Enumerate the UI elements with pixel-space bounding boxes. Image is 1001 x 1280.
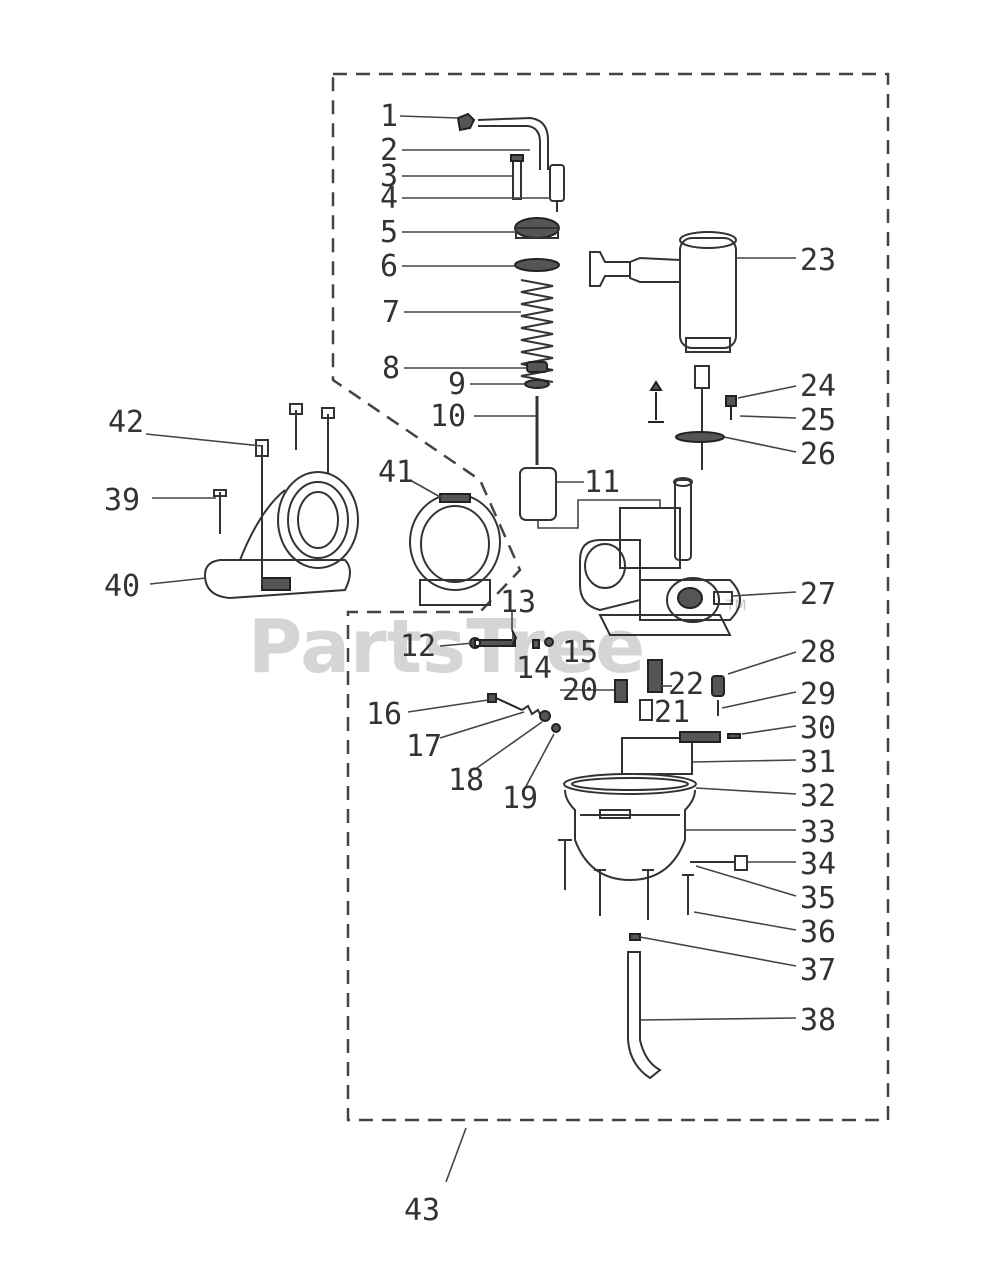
- part-32-bowl-gasket: [563, 773, 697, 795]
- part-9-washer: [524, 379, 550, 389]
- part-13-spring: [511, 629, 518, 647]
- part-31-float: [621, 731, 721, 775]
- callout-20: 20: [562, 673, 598, 708]
- part-3-needle-clip: [510, 154, 524, 200]
- callout-30: 30: [800, 711, 836, 746]
- callout-5: 5: [380, 215, 398, 250]
- callout-33: 33: [800, 815, 836, 850]
- callout-41: 41: [378, 455, 414, 490]
- callout-10: 10: [430, 399, 466, 434]
- part-25-screw: [648, 380, 664, 423]
- partstree-watermark: PartsTree: [248, 604, 645, 690]
- callout-40: 40: [104, 569, 140, 604]
- callout-17: 17: [406, 729, 442, 764]
- part-1-cap: [456, 112, 549, 170]
- callout-22: 22: [668, 667, 704, 702]
- part-36-screw-b: [642, 869, 654, 920]
- part-34-drain-screw: [690, 855, 748, 871]
- part-6-washer: [514, 258, 560, 272]
- callout-2: 2: [380, 133, 398, 168]
- part-22-emulsion-tube: [647, 659, 663, 693]
- part-12-pilot-screw: [469, 637, 516, 649]
- callout-38: 38: [800, 1003, 836, 1038]
- assembly-frame-outline: [331, 72, 890, 1122]
- part-37-clamp: [629, 933, 641, 941]
- callout-1: 1: [380, 99, 398, 134]
- callout-37: 37: [800, 953, 836, 988]
- callout-13: 13: [500, 585, 536, 620]
- part-35-screw: [558, 839, 572, 890]
- callout-9: 9: [448, 367, 466, 402]
- callout-26: 26: [800, 437, 836, 472]
- callout-36: 36: [800, 915, 836, 950]
- callout-12: 12: [400, 629, 436, 664]
- part-40-intake-manifold: [203, 471, 359, 600]
- part-23-choke-solenoid: [589, 231, 737, 470]
- part-36-screw-a: [594, 869, 606, 916]
- part-bolt-left: [289, 403, 303, 450]
- callout-28: 28: [800, 635, 836, 670]
- part-5-cap: [514, 217, 560, 239]
- part-21-main-jet: [639, 699, 653, 721]
- part-19-oring: [551, 723, 562, 733]
- callout-39: 39: [104, 483, 140, 518]
- part-30-clip: [727, 733, 741, 739]
- part-11-throttle-valve: [519, 467, 557, 521]
- part-8-retainer: [526, 361, 548, 373]
- leader-lines: [145, 115, 797, 1183]
- callout-14: 14: [516, 651, 552, 686]
- callout-42: 42: [108, 405, 144, 440]
- part-24-screw: [725, 395, 737, 420]
- part-42-stud: [255, 439, 269, 585]
- part-28-drain-screw: [711, 675, 725, 697]
- part-4-needle: [549, 164, 565, 212]
- part-bolt-right: [321, 407, 335, 474]
- part-26-gasket: [675, 431, 725, 443]
- part-41-insulator: [409, 493, 501, 606]
- callout-8: 8: [382, 351, 400, 386]
- callout-3: 3: [380, 159, 398, 194]
- callout-15: 15: [562, 635, 598, 670]
- part-33-float-bowl: [564, 789, 696, 882]
- callout-35: 35: [800, 881, 836, 916]
- callout-31: 31: [800, 745, 836, 780]
- callout-43: 43: [404, 1193, 440, 1228]
- callout-19: 19: [502, 781, 538, 816]
- callout-27: 27: [800, 577, 836, 612]
- callout-11: 11: [584, 465, 620, 500]
- part-38-drain-hose: [627, 951, 662, 1080]
- callout-25: 25: [800, 403, 836, 438]
- part-15-oring: [544, 637, 555, 647]
- watermark-trademark: TM: [725, 598, 747, 614]
- part-27-carburetor-body: [579, 477, 741, 636]
- part-14-washer: [532, 639, 540, 649]
- callout-32: 32: [800, 779, 836, 814]
- callout-29: 29: [800, 677, 836, 712]
- callout-labels: 1 2 3 4 5 6 7 8 9 10 11 12 13 14 15 16 1…: [104, 99, 836, 1228]
- part-36-screw-c: [682, 874, 694, 915]
- callout-16: 16: [366, 697, 402, 732]
- part-39-bolt: [213, 489, 227, 534]
- callout-23: 23: [800, 243, 836, 278]
- part-18-washer: [539, 710, 552, 722]
- callout-6: 6: [380, 249, 398, 284]
- callout-24: 24: [800, 369, 836, 404]
- callout-7: 7: [382, 295, 400, 330]
- callout-4: 4: [380, 181, 398, 216]
- callout-34: 34: [800, 847, 836, 882]
- callout-21: 21: [654, 695, 690, 730]
- part-20-jet: [614, 679, 628, 703]
- callout-18: 18: [448, 763, 484, 798]
- part-16-throttle-stop-screw: [487, 693, 523, 711]
